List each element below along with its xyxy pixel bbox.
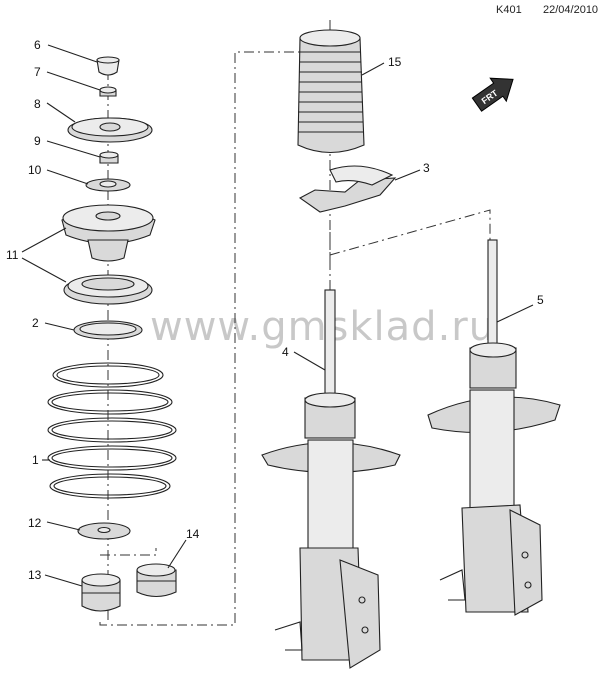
leader-lines (21, 44, 534, 587)
part-4-strut (261, 289, 401, 669)
exploded-link-left (99, 20, 331, 626)
callout-1: 1 (32, 453, 39, 467)
callout-15: 15 (388, 55, 402, 69)
part-7-nut (99, 86, 117, 97)
callout-7: 7 (34, 65, 41, 79)
callout-14: 14 (186, 527, 200, 541)
callout-12: 12 (28, 516, 42, 530)
callout-5: 5 (537, 293, 544, 307)
callout-4: 4 (282, 345, 289, 359)
callout-13: 13 (28, 568, 42, 582)
part-1-coil-spring (47, 362, 177, 499)
part-13-bump-stop (81, 573, 121, 612)
callout-2: 2 (32, 316, 39, 330)
part-10-washer (85, 178, 131, 192)
part-15-dust-boot (297, 29, 365, 153)
part-2-spring-seat (73, 320, 143, 340)
part-14-bump-stop (136, 563, 177, 598)
part-11-strut-mount (61, 204, 156, 262)
callout-11: 11 (6, 248, 19, 262)
callout-3: 3 (423, 161, 430, 175)
callout-9: 9 (34, 134, 41, 148)
callout-10: 10 (28, 163, 42, 177)
watermark: www.gmsklad.ru (150, 304, 495, 350)
diagram-date: 22/04/2010 (543, 4, 599, 16)
part-12-washer (77, 522, 131, 540)
part-11-bearing (63, 274, 153, 305)
part-6-cap (96, 56, 120, 76)
callout-8: 8 (34, 97, 41, 111)
part-5-strut (427, 239, 561, 616)
part-3-upper-seat (298, 165, 397, 213)
exploded-link-right (329, 209, 491, 256)
callout-6: 6 (34, 38, 41, 52)
part-9-nut (99, 151, 119, 164)
diagram-code: K401 (496, 4, 522, 16)
frt-direction-arrow: FRT (471, 77, 514, 112)
part-8-plate (67, 117, 153, 143)
